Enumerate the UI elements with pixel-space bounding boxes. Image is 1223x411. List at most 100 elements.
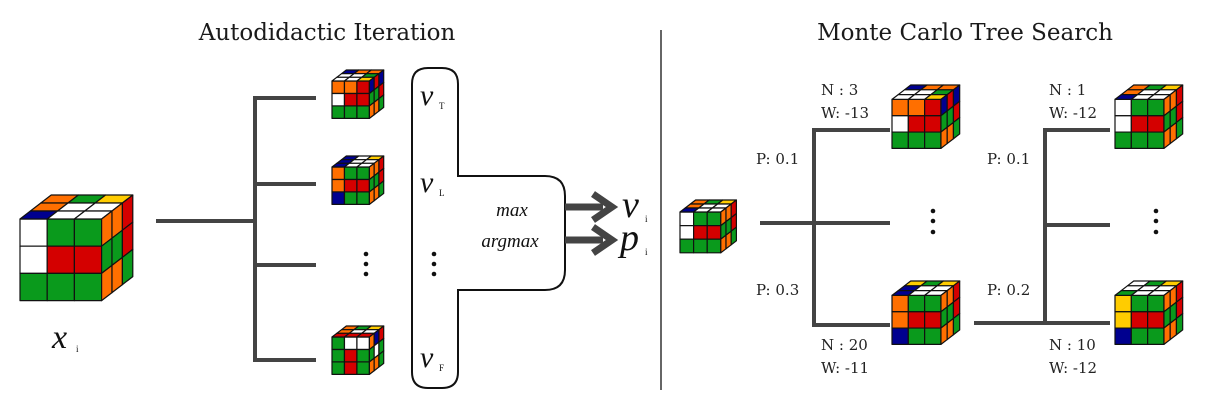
cube-sticker-front bbox=[1114, 115, 1132, 133]
cube-sticker-front bbox=[924, 115, 942, 133]
cube-sticker-front bbox=[331, 166, 346, 181]
cube-sticker-front bbox=[924, 327, 942, 345]
cube-sticker-front bbox=[891, 327, 909, 345]
cube-sticker-front bbox=[343, 105, 358, 120]
value-label-left-sub: L bbox=[439, 188, 445, 198]
cube-sticker-front bbox=[356, 178, 370, 193]
cube-sticker-front bbox=[46, 272, 76, 302]
mcts-title: Monte Carlo Tree Search bbox=[817, 20, 1113, 46]
cube-sticker-front bbox=[1130, 311, 1149, 329]
adi-panel: Autodidactic Iteration x i v T v L v F bbox=[19, 20, 648, 389]
cube-sticker-front bbox=[73, 245, 103, 274]
cube-sticker-front bbox=[19, 272, 48, 302]
policy-output-subscript: i bbox=[645, 247, 648, 257]
mcts-l1-bottom-cube bbox=[891, 280, 961, 345]
mcts-l2-bottom-cube bbox=[1114, 280, 1184, 345]
cube-sticker-front bbox=[924, 294, 942, 313]
mcts-l2-bottom-prior: P: 0.2 bbox=[987, 281, 1030, 299]
cube-sticker-front bbox=[1114, 311, 1132, 329]
cube-sticker-front bbox=[73, 272, 103, 302]
value-label-left: v bbox=[420, 166, 434, 199]
cube-sticker-front bbox=[343, 361, 358, 375]
cube-sticker-front bbox=[331, 361, 346, 375]
value-output-arrow-icon bbox=[565, 191, 619, 223]
cube-sticker-side bbox=[378, 350, 385, 368]
child-cube-top bbox=[331, 69, 385, 120]
cube-sticker-front bbox=[19, 245, 48, 274]
cube-sticker-front bbox=[356, 361, 370, 375]
mcts-l2-top-visits: N : 1 bbox=[1049, 81, 1086, 99]
cube-sticker-front bbox=[343, 336, 358, 351]
cube-sticker-front bbox=[46, 218, 76, 247]
mcts-l1-bottom-visits: N : 20 bbox=[821, 336, 868, 354]
cube-sticker-front bbox=[1114, 327, 1132, 345]
cube-sticker-front bbox=[692, 211, 708, 227]
cube-sticker-front bbox=[907, 98, 926, 117]
cube-sticker-front bbox=[1147, 131, 1165, 149]
cube-sticker-side bbox=[121, 248, 134, 286]
cube-sticker-front bbox=[356, 105, 370, 120]
cube-sticker-front bbox=[891, 131, 909, 149]
cube-sticker-front bbox=[1147, 294, 1165, 313]
cube-sticker-front bbox=[331, 105, 346, 120]
cube-sticker-front bbox=[1147, 115, 1165, 133]
cube-sticker-front bbox=[356, 80, 370, 95]
cube-sticker-front bbox=[891, 294, 909, 313]
cube-sticker-front bbox=[924, 131, 942, 149]
mcts-l2-bottom-visits: N : 10 bbox=[1049, 336, 1096, 354]
cube-sticker-front bbox=[1147, 98, 1165, 117]
cube-sticker-front bbox=[907, 115, 926, 133]
cube-sticker-front bbox=[356, 348, 370, 363]
cube-sticker-side bbox=[373, 184, 380, 202]
cube-sticker-front bbox=[1130, 294, 1149, 313]
cube-sticker-front bbox=[706, 238, 722, 254]
cube-sticker-front bbox=[907, 294, 926, 313]
mcts-root-cube bbox=[679, 199, 738, 254]
value-label-front-sub: F bbox=[439, 363, 444, 373]
cube-sticker-front bbox=[1130, 131, 1149, 149]
value-label-top: v bbox=[420, 79, 434, 112]
cube-sticker-front bbox=[343, 348, 358, 363]
cube-sticker-front bbox=[1130, 115, 1149, 133]
cube-sticker-front bbox=[73, 218, 103, 247]
cube-sticker-front bbox=[1147, 327, 1165, 345]
cube-sticker-front bbox=[331, 92, 346, 107]
input-state-label: x bbox=[51, 319, 67, 356]
cube-sticker-front bbox=[1114, 131, 1132, 149]
cube-sticker-side bbox=[373, 354, 380, 372]
children-ellipsis-icon bbox=[363, 251, 369, 277]
cube-sticker-front bbox=[1147, 311, 1165, 329]
cube-sticker-front bbox=[331, 348, 346, 363]
mcts-l2-top-value: W: -12 bbox=[1049, 104, 1097, 122]
cube-sticker-side bbox=[730, 226, 738, 246]
cube-sticker-front bbox=[356, 92, 370, 107]
cube-sticker-front bbox=[356, 336, 370, 351]
value-output-subscript: i bbox=[645, 214, 648, 224]
value-label-front: v bbox=[420, 341, 434, 374]
mcts-l1-bottom-value: W: -11 bbox=[821, 359, 869, 377]
cube-sticker-front bbox=[19, 218, 48, 247]
cube-sticker-front bbox=[692, 225, 708, 240]
mcts-l2-ellipsis-icon bbox=[1153, 208, 1159, 235]
cube-sticker-front bbox=[331, 191, 346, 205]
cube-sticker-front bbox=[706, 211, 722, 227]
mcts-l1-bottom-prior: P: 0.3 bbox=[756, 281, 799, 299]
cube-sticker-front bbox=[1114, 98, 1132, 117]
cube-sticker-front bbox=[907, 131, 926, 149]
cube-sticker-front bbox=[679, 225, 695, 240]
cube-sticker-front bbox=[1114, 294, 1132, 313]
cube-sticker-front bbox=[343, 178, 358, 193]
cube-sticker-front bbox=[891, 115, 909, 133]
cube-sticker-side bbox=[373, 97, 380, 116]
cube-sticker-front bbox=[343, 80, 358, 95]
cube-sticker-side bbox=[952, 117, 961, 140]
value-label-top-sub: T bbox=[439, 101, 445, 111]
mcts-l1-top-prior: P: 0.1 bbox=[756, 150, 799, 168]
policy-output-label: p bbox=[617, 217, 639, 259]
cube-sticker-front bbox=[331, 80, 346, 95]
mcts-l2-top-prior: P: 0.1 bbox=[987, 150, 1030, 168]
cube-sticker-side bbox=[368, 101, 375, 120]
cube-sticker-front bbox=[356, 191, 370, 205]
policy-output-arrow-icon bbox=[565, 224, 619, 256]
